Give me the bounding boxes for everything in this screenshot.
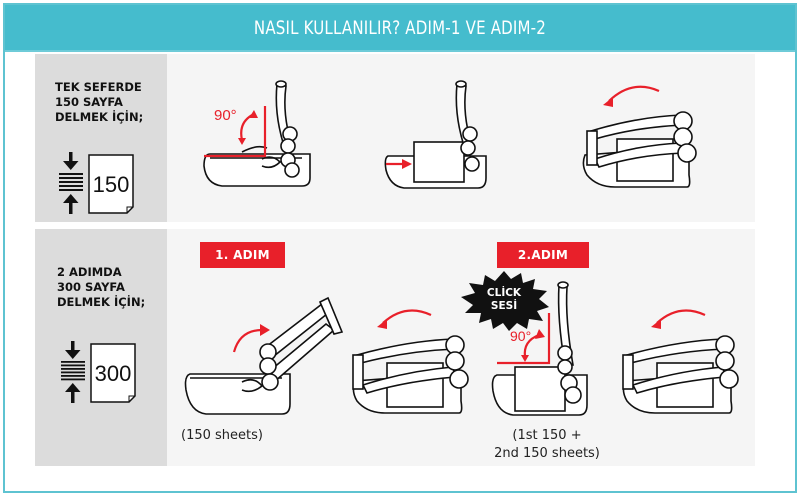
punch-pressed-illustration [352, 309, 469, 414]
step-1-caption: (150 sheets) [181, 428, 263, 443]
sheet-count-150: 150 [93, 172, 130, 197]
step-2-badge: 2.ADIM [497, 242, 589, 268]
step-1-badge: 1. ADIM [200, 242, 285, 268]
punch-pressed-illustration [582, 85, 697, 188]
punch-handle-raised-illustration: 90° [203, 80, 311, 187]
angle-label: 90° [510, 328, 532, 344]
click-label: CLİCK SESİ [486, 287, 522, 312]
page-title: NASIL KULLANILIR? ADIM-1 VE ADIM-2 [253, 16, 547, 39]
sheet-count-300: 300 [95, 361, 132, 386]
row-label-text: TEK SEFERDE 150 SAYFA DELMEK İÇİN; [55, 80, 144, 124]
row-label-panel: TEK SEFERDE 150 SAYFA DELMEK İÇİN; 150 [35, 54, 167, 222]
paper-stack-300-icon: 300 [61, 341, 136, 403]
row-label-panel: 2 ADIMDA 300 SAYFA DELMEK İÇİN; 300 [35, 229, 167, 466]
row-two-steps: 2 ADIMDA 300 SAYFA DELMEK İÇİN; 300 1. A… [35, 229, 755, 466]
punch-handle-open-illustration [184, 296, 344, 415]
row-single-step: TEK SEFERDE 150 SAYFA DELMEK İÇİN; 150 [35, 54, 755, 222]
row-label-text: 2 ADIMDA 300 SAYFA DELMEK İÇİN; [57, 265, 146, 309]
angle-label: 90° [214, 107, 237, 124]
row-illustration-panel: 90° [167, 54, 755, 222]
punch-handle-raised-illustration [491, 281, 588, 416]
row-illustration-panel: 1. ADIM 2.ADIM (150 sheets) [167, 229, 755, 466]
header-bar: NASIL KULLANILIR? ADIM-1 VE ADIM-2 [5, 5, 795, 52]
punch-pressed-illustration [622, 309, 739, 414]
click-burst-icon [461, 271, 549, 331]
step-2-caption: (1st 150 + 2nd 150 sheets) [494, 428, 600, 461]
paper-stack-150-icon: 150 [59, 152, 134, 214]
